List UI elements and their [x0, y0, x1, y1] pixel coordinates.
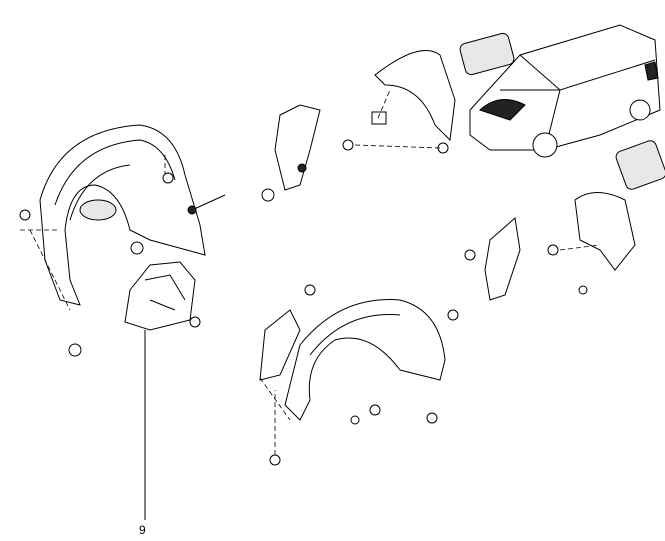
vehicle-overview — [469, 24, 661, 158]
bracket-right — [447, 217, 521, 321]
rear-wheel-arch-liner-lower — [259, 284, 446, 466]
rear-liner-right — [547, 192, 636, 295]
callout-label-9: 9 — [139, 523, 146, 537]
bracket-upper — [261, 104, 321, 202]
fasteners-left — [19, 172, 226, 357]
vent-grilles — [459, 32, 665, 190]
rear-wheel-arch-liner-upper — [342, 50, 456, 154]
left-wheel-arch-liner — [20, 124, 206, 311]
mudguard-extension — [124, 261, 196, 331]
